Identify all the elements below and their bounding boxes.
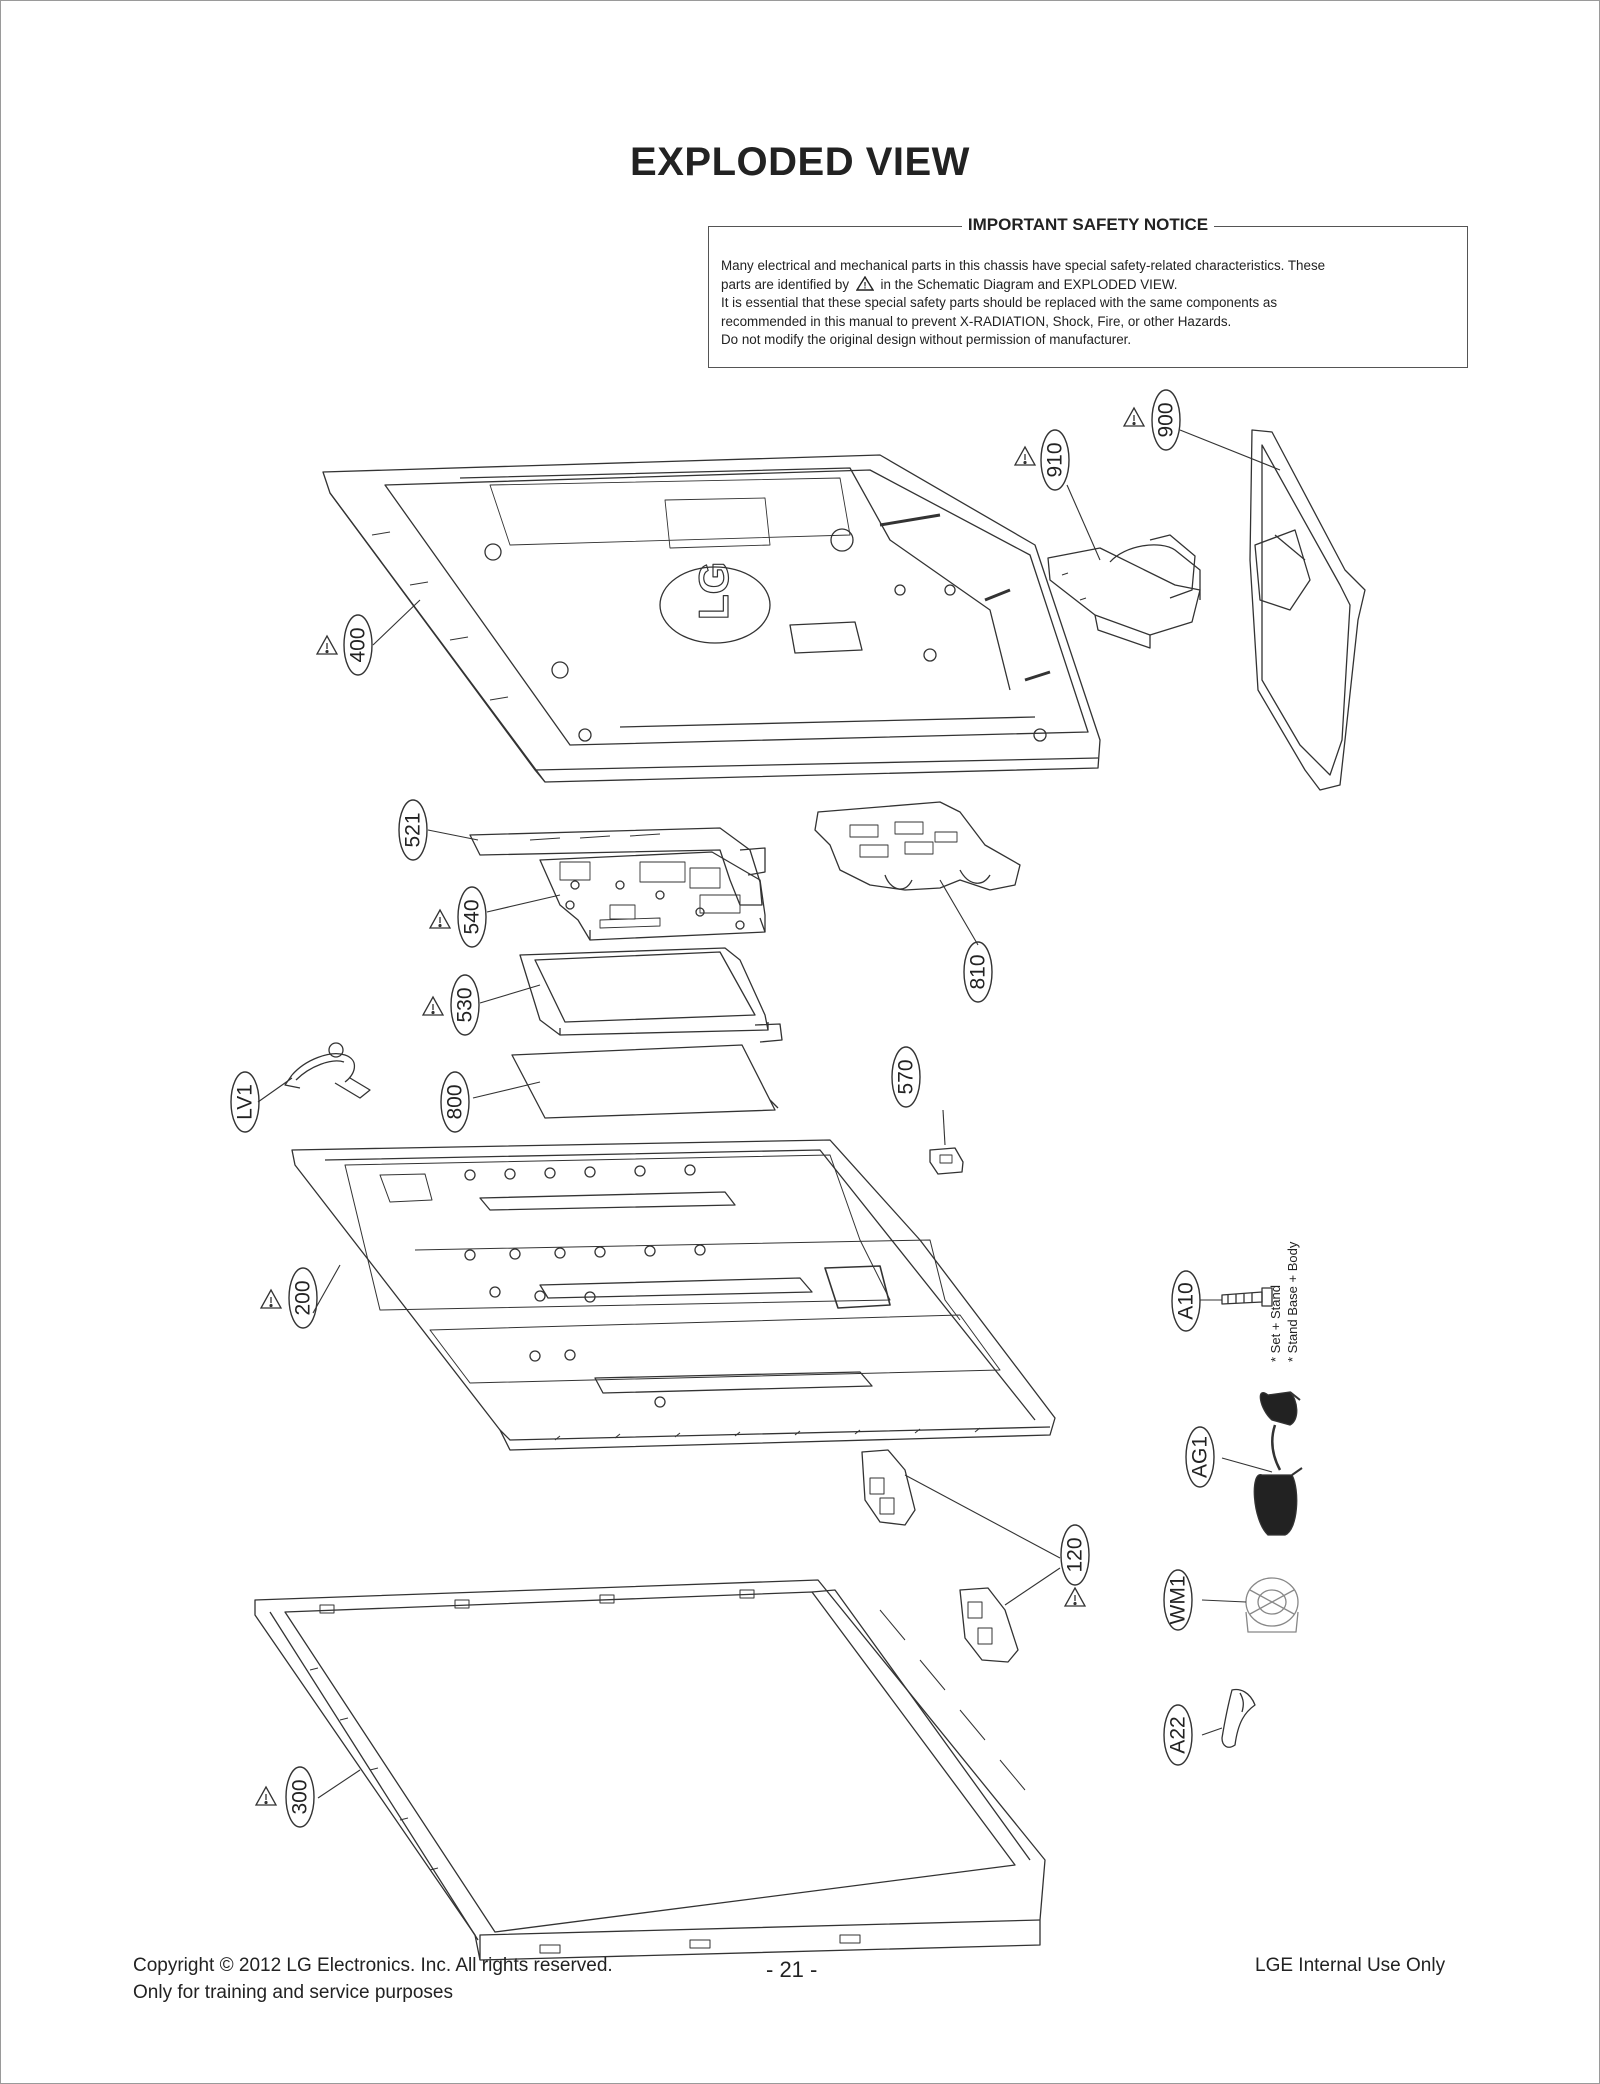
warning-triangle-icon bbox=[1123, 407, 1145, 427]
svg-text:800: 800 bbox=[444, 1084, 467, 1119]
callout-lv1: LV1 bbox=[230, 1071, 260, 1133]
svg-text:900: 900 bbox=[1155, 402, 1178, 437]
warning-triangle-icon bbox=[429, 909, 451, 929]
callout-a10: A10 bbox=[1171, 1270, 1201, 1332]
leader-lines bbox=[257, 429, 1281, 1799]
page-title: EXPLODED VIEW bbox=[630, 140, 970, 184]
callout-810: 810 bbox=[963, 941, 993, 1003]
back-cover-part: LG bbox=[322, 454, 1101, 783]
cable-holder-part bbox=[1221, 1688, 1256, 1748]
warning-triangle-icon bbox=[255, 1786, 277, 1806]
screw-note-line-1: * Set + Stand bbox=[1268, 1285, 1283, 1362]
callout-530: 530 bbox=[422, 974, 480, 1036]
notice-line-5: Do not modify the original design withou… bbox=[721, 332, 1132, 347]
svg-text:A10: A10 bbox=[1175, 1282, 1198, 1319]
warning-triangle-icon bbox=[1014, 446, 1036, 466]
svg-text:LG: LG bbox=[690, 562, 737, 620]
callout-540: 540 bbox=[429, 886, 487, 948]
safety-notice-box: IMPORTANT SAFETY NOTICE Many electrical … bbox=[708, 215, 1468, 368]
svg-text:400: 400 bbox=[347, 627, 370, 662]
lvds-cable-part bbox=[284, 1042, 371, 1099]
main-board-part bbox=[539, 851, 766, 941]
speaker-part-upper bbox=[861, 1449, 916, 1526]
page-number: - 21 - bbox=[766, 1957, 818, 1982]
notice-line-1: Many electrical and mechanical parts in … bbox=[721, 258, 1326, 273]
warning-triangle-icon bbox=[260, 1289, 282, 1309]
callout-521: 521 bbox=[398, 799, 428, 861]
main-board-shield-part bbox=[469, 827, 766, 906]
warning-triangle-icon: ! bbox=[855, 275, 875, 291]
speaker-part-lower bbox=[959, 1587, 1019, 1663]
svg-text:810: 810 bbox=[967, 954, 990, 989]
svg-text:WM1: WM1 bbox=[1167, 1576, 1190, 1625]
notice-line-4: recommended in this manual to prevent X-… bbox=[721, 313, 1232, 329]
svg-text:300: 300 bbox=[289, 1779, 312, 1814]
callout-570: 570 bbox=[891, 1046, 921, 1108]
notice-line-2-end: in the Schematic Diagram and EXPLODED VI… bbox=[880, 276, 1178, 292]
notice-line-3: It is essential that these special safet… bbox=[721, 295, 1278, 310]
wall-mount-part bbox=[1245, 1577, 1299, 1633]
footer-copyright: Copyright © 2012 LG Electronics. Inc. Al… bbox=[133, 1955, 613, 1976]
stand-base-part bbox=[1249, 429, 1366, 791]
notice-line-2: parts are identified by ! in the Schemat… bbox=[721, 275, 1455, 295]
callout-300: 300 bbox=[255, 1766, 315, 1828]
warning-triangle-icon bbox=[316, 635, 338, 655]
warning-triangle-icon bbox=[422, 996, 444, 1016]
warning-triangle-icon bbox=[1064, 1587, 1086, 1607]
footer-purpose: Only for training and service purposes bbox=[133, 1982, 453, 2003]
screw-part bbox=[1221, 1287, 1273, 1307]
svg-text:200: 200 bbox=[292, 1280, 315, 1315]
callout-400: 400 bbox=[316, 614, 373, 676]
mounting-bracket-part bbox=[814, 801, 1021, 891]
callout-900: 900 bbox=[1123, 389, 1181, 451]
callout-wm1: WM1 bbox=[1163, 1569, 1193, 1631]
small-board-part bbox=[929, 1147, 964, 1175]
callout-910: 910 bbox=[1014, 429, 1070, 491]
screw-note: * Set + Stand * Stand Base + Body bbox=[1268, 1241, 1300, 1362]
callout-ag1: AG1 bbox=[1185, 1426, 1215, 1488]
svg-text:120: 120 bbox=[1064, 1537, 1087, 1572]
svg-text:530: 530 bbox=[454, 987, 477, 1022]
svg-text:AG1: AG1 bbox=[1189, 1436, 1212, 1478]
svg-text:540: 540 bbox=[461, 899, 484, 934]
svg-text:LV1: LV1 bbox=[234, 1084, 257, 1120]
3d-glasses-part bbox=[1253, 1391, 1303, 1536]
callout-a22: A22 bbox=[1163, 1704, 1193, 1766]
notice-line-2-start: parts are identified by bbox=[721, 276, 850, 292]
svg-text:521: 521 bbox=[402, 812, 425, 847]
stand-neck-part bbox=[1047, 534, 1201, 649]
footer-internal: LGE Internal Use Only bbox=[1255, 1955, 1446, 1976]
screw-note-line-2: * Stand Base + Body bbox=[1285, 1241, 1300, 1362]
front-cabinet-part bbox=[254, 1579, 1046, 1961]
insulator-sheet-part bbox=[511, 1044, 779, 1119]
callout-200: 200 bbox=[260, 1267, 318, 1329]
safety-notice-heading: IMPORTANT SAFETY NOTICE bbox=[961, 215, 1215, 234]
main-frame-part bbox=[291, 1139, 1056, 1451]
svg-text:A22: A22 bbox=[1167, 1716, 1190, 1753]
safety-notice-body: Many electrical and mechanical parts in … bbox=[721, 257, 1455, 350]
callout-120: 120 bbox=[1060, 1524, 1090, 1607]
svg-text:570: 570 bbox=[895, 1059, 918, 1094]
power-board-part bbox=[519, 947, 783, 1043]
svg-text:!: ! bbox=[863, 280, 866, 290]
svg-text:910: 910 bbox=[1044, 442, 1067, 477]
callout-800: 800 bbox=[440, 1071, 470, 1133]
